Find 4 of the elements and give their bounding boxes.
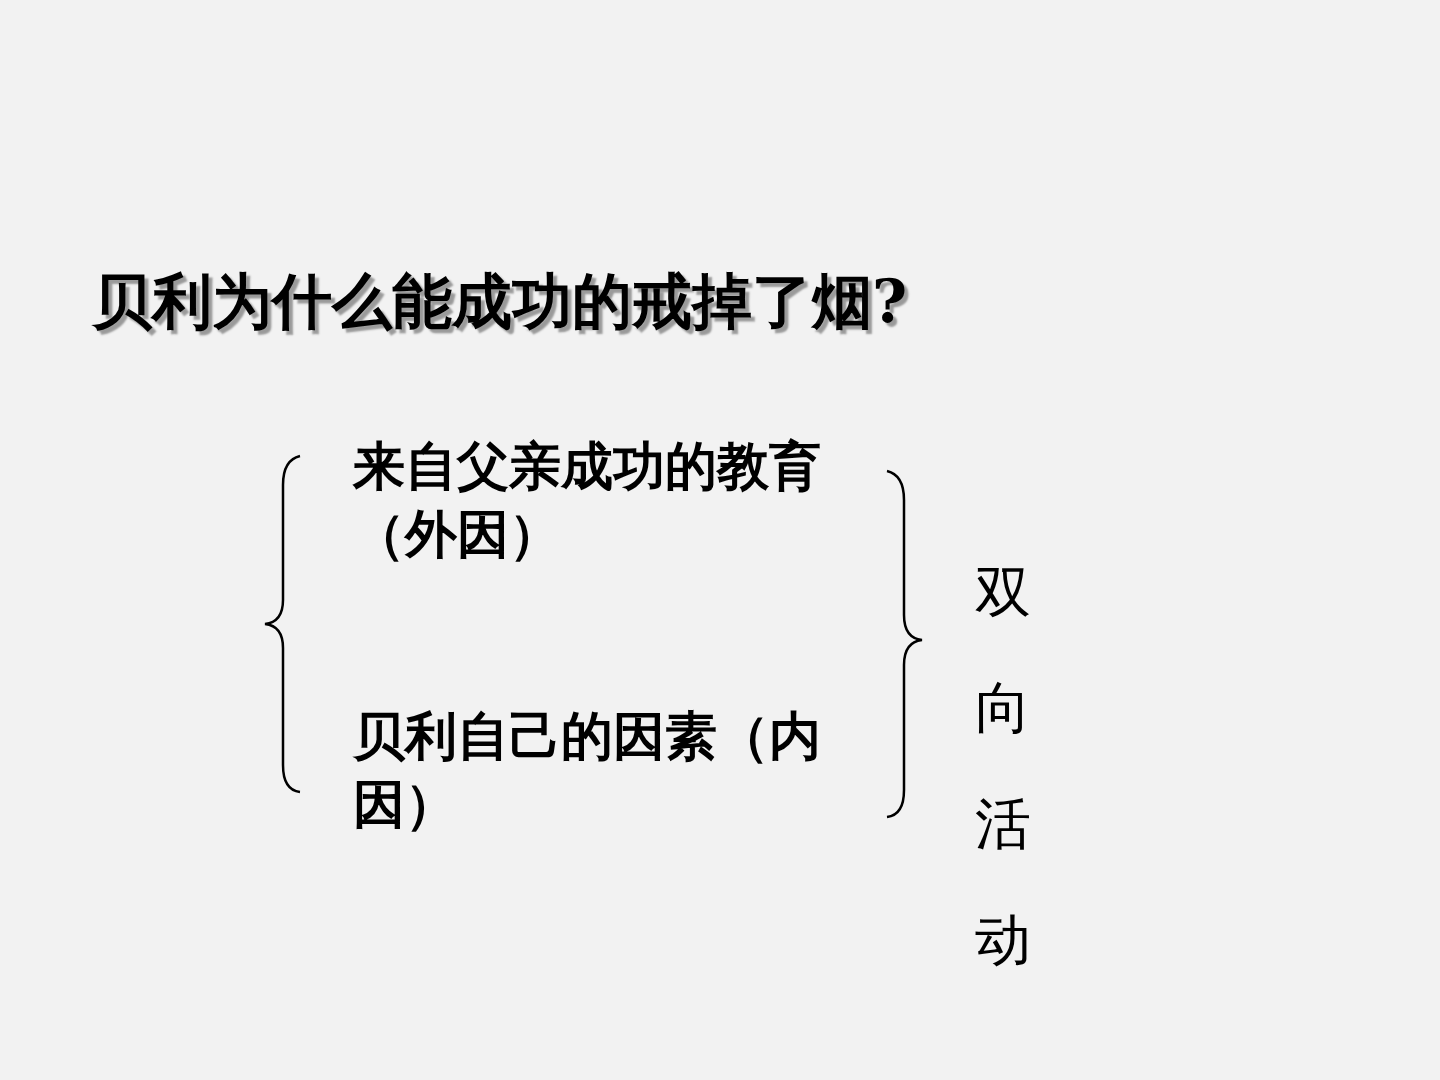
side-note: 双向活动	[975, 558, 1031, 974]
cause-text: 来自父亲成功的教育（外因）	[353, 435, 822, 566]
slide-title: 贝利为什么能成功的戒掉了烟?	[92, 265, 908, 338]
cause-text: 贝利自己的因素（内因）	[353, 705, 822, 836]
